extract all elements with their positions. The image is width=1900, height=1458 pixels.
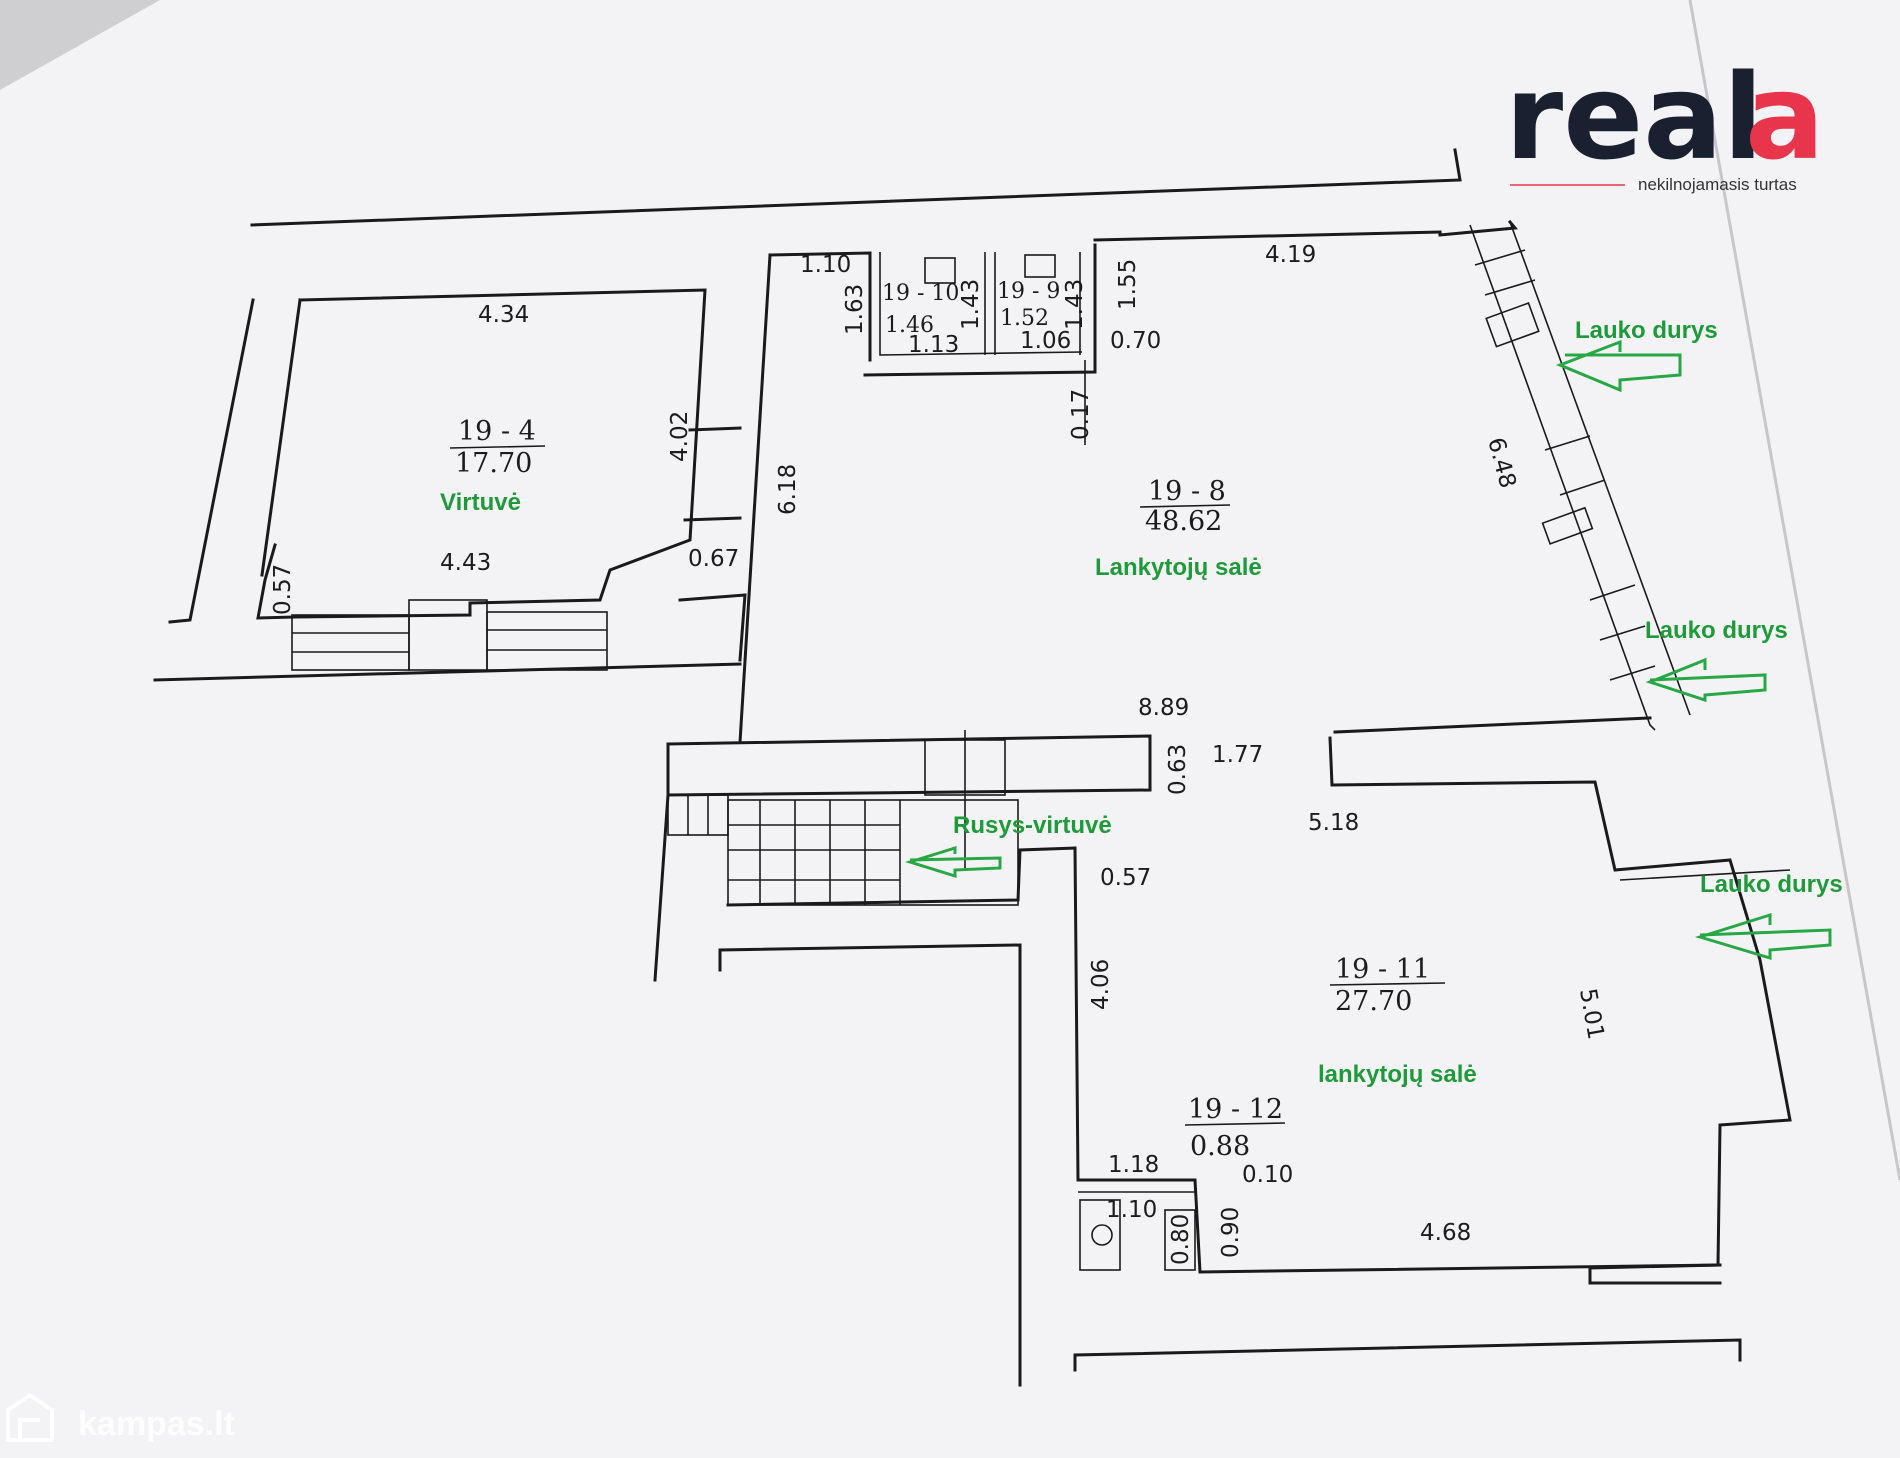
dim-017: 0.17 — [1068, 389, 1094, 440]
door-label-3: Lauko durys — [1700, 871, 1843, 898]
entrance-arrow-3-icon — [1694, 912, 1832, 961]
room-19-4-area: 17.70 — [455, 448, 532, 479]
dim-063: 0.63 — [1165, 744, 1191, 795]
room-19-4-id: 19 - 4 — [458, 416, 536, 447]
dim-889: 8.89 — [1138, 695, 1189, 721]
room-19-10-area: 1.46 — [885, 313, 934, 338]
dim-090: 0.90 — [1218, 1207, 1244, 1258]
room-labels: 19 - 4 17.70 Virtuvė 19 - 8 48.62 Lankyt… — [440, 279, 1477, 1162]
entrance-arrow-1-icon — [1555, 339, 1682, 393]
room-19-11-area: 27.70 — [1335, 986, 1412, 1017]
dim-110b: 1.10 — [1106, 1197, 1157, 1223]
dim-070: 0.70 — [1110, 328, 1161, 354]
room-19-8-area: 48.62 — [1145, 506, 1222, 537]
door-label-1: Lauko durys — [1575, 317, 1718, 344]
basement-arrow-icon — [904, 845, 1002, 879]
room-19-8-name: Lankytojų salė — [1095, 554, 1262, 581]
basement-label: Rusys-virtuvė — [953, 812, 1112, 839]
logo-tagline: nekilnojamasis turtas — [1638, 175, 1797, 194]
dim-057b: 0.57 — [1100, 865, 1151, 891]
room-19-12-area: 0.88 — [1190, 1131, 1250, 1162]
room-19-9-id: 19 - 9 — [997, 279, 1060, 304]
dim-080: 0.80 — [1168, 1214, 1194, 1265]
dim-406: 4.06 — [1088, 959, 1114, 1010]
dim-106: 1.06 — [1020, 328, 1071, 354]
door-arrows — [904, 339, 1832, 961]
dim-155: 1.55 — [1115, 259, 1141, 310]
logo-text-accent: a — [1745, 48, 1825, 186]
room-19-12-id: 19 - 12 — [1188, 1094, 1283, 1125]
paper-shadow-fold — [0, 0, 160, 90]
house-icon — [6, 1392, 54, 1442]
room-19-4-name: Virtuvė — [440, 489, 521, 516]
dim-118: 1.18 — [1108, 1152, 1159, 1178]
door-label-2: Lauko durys — [1645, 617, 1788, 644]
dim-010: 0.10 — [1242, 1162, 1293, 1188]
room-19-10-id: 19 - 10 — [882, 281, 959, 306]
dimensions: 4.34 4.02 4.43 0.57 0.67 1.10 1.63 6.18 … — [270, 242, 1609, 1265]
room-19-11-id: 19 - 11 — [1335, 954, 1430, 985]
page-edge-line — [1688, 0, 1900, 1181]
dim-143a: 1.43 — [958, 279, 984, 330]
reala-logo: real a nekilnojamasis turtas — [1505, 48, 1825, 194]
dim-163: 1.63 — [842, 284, 868, 335]
dim-402: 4.02 — [667, 411, 693, 462]
dim-113: 1.13 — [908, 332, 959, 358]
dim-434: 4.34 — [478, 302, 529, 328]
dim-067: 0.67 — [688, 546, 739, 572]
room-19-8-id: 19 - 8 — [1148, 476, 1226, 507]
dim-110a: 1.10 — [800, 252, 851, 278]
dim-468: 4.68 — [1420, 1220, 1471, 1246]
room-19-11-name: lankytojų salė — [1318, 1061, 1477, 1088]
dim-143b: 1.43 — [1062, 279, 1088, 330]
dim-518: 5.18 — [1308, 810, 1359, 836]
dim-419: 4.19 — [1265, 242, 1316, 268]
entrance-arrow-2-icon — [1645, 657, 1767, 703]
kampas-watermark: kampas.lt — [6, 1392, 235, 1443]
dim-057a: 0.57 — [270, 564, 296, 615]
dim-618: 6.18 — [775, 464, 801, 515]
logo-text-main: real — [1505, 48, 1763, 186]
watermark-text: kampas.lt — [78, 1405, 235, 1443]
walls — [153, 148, 1792, 1387]
dim-177: 1.77 — [1212, 742, 1263, 768]
dim-443: 4.43 — [440, 550, 491, 576]
room-19-9-area: 1.52 — [1000, 306, 1049, 331]
